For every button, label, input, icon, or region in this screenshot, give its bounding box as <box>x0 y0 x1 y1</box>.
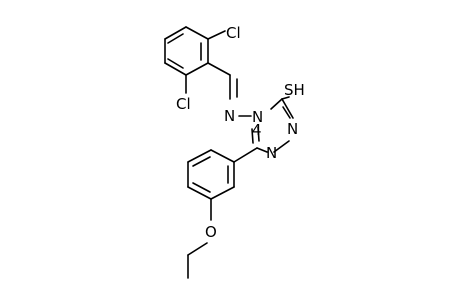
ether-oxygen-label: O <box>205 223 217 241</box>
bond <box>185 26 209 40</box>
bond-triazole-phenyl <box>233 147 258 163</box>
bond <box>185 62 209 76</box>
dichlorophenyl-ring <box>164 26 209 76</box>
bond <box>210 149 235 163</box>
chlorine-bottom-label: Cl <box>176 95 191 113</box>
bond <box>270 98 283 110</box>
bond-double-inner <box>251 128 254 144</box>
bond <box>187 186 212 200</box>
bond-double-inner <box>282 106 291 119</box>
bond-double-inner <box>192 182 211 193</box>
bond-double-inner <box>167 58 184 69</box>
ethoxyphenyl-ring <box>187 149 235 200</box>
bond-ring-ch <box>207 62 231 76</box>
bond-o-ch2 <box>187 242 208 256</box>
triazole-ring <box>251 98 294 153</box>
bond <box>164 62 187 76</box>
bond <box>210 186 235 200</box>
thiol-label: SH <box>284 81 305 99</box>
bond-double-inner <box>167 33 184 44</box>
n4-locant-label: 4 <box>252 121 262 139</box>
bond <box>281 98 294 119</box>
imine-nitrogen-label: N <box>224 107 235 125</box>
bond-c-cl-top <box>207 30 226 40</box>
triazole-n1-label: N <box>287 120 298 138</box>
bond <box>187 149 212 163</box>
bond <box>257 126 260 142</box>
bond-double-inner <box>192 156 211 167</box>
chlorine-top-label: Cl <box>226 24 241 42</box>
bond-c-s <box>281 96 290 100</box>
triazole-n4-label: N <box>252 108 263 126</box>
bond <box>273 140 290 153</box>
bond <box>164 26 187 40</box>
triazole-n2-label: N <box>266 144 277 162</box>
bond <box>256 147 268 153</box>
